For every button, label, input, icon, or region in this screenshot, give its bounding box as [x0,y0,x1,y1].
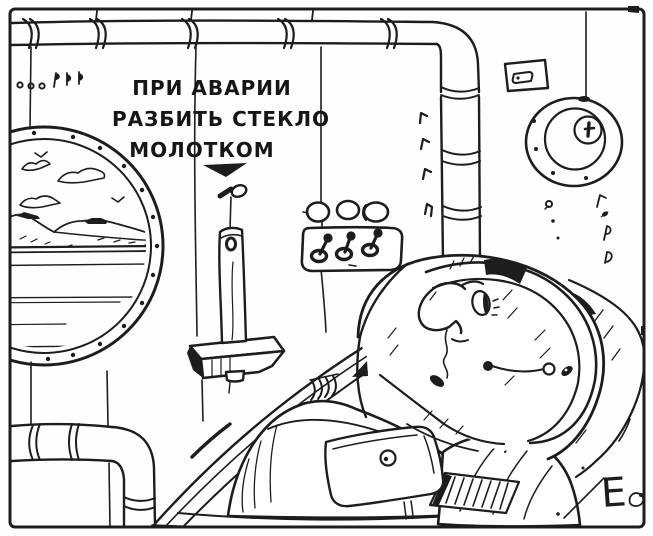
patch-button [379,449,397,467]
sign-line-2: РАЗБИТЬ СТЕКЛО [112,107,330,131]
round-button [335,199,361,221]
mic-tip [483,361,493,371]
microphone [483,361,556,376]
cord [229,196,232,230]
sleeve-badge [428,471,521,515]
sign-line-3: МОЛОТКОМ [129,138,274,162]
sign-line-1: ПРИ АВАРИИ [132,76,291,100]
face [417,280,500,379]
access-plate [503,58,550,93]
porthole-rivets [31,130,160,362]
cosmonaut [226,253,606,527]
hills [11,212,146,248]
emergency-sign: ПРИ АВАРИИ РАЗБИТЬ СТЕКЛО МОЛОТКОМ [112,76,330,177]
clouds-icon [19,159,106,209]
suit-strap [309,373,339,401]
toggle-switch-panel [300,225,404,273]
round-hatch [524,96,624,188]
frame-border [8,6,646,529]
handle-hole [225,236,237,252]
signature-letter: Е [599,469,627,517]
hatch-handle [583,121,596,138]
water-lines [11,244,146,348]
helmet-shell [356,253,606,461]
toggle-switch [360,228,383,258]
band-stud [561,366,573,376]
floor-pipe [11,423,157,527]
toggle-switch [334,231,356,262]
emergency-hammer [187,184,286,394]
birds-icon [34,151,125,203]
helmet-band-inner [431,277,581,443]
couch-headrest-edge [150,331,388,527]
eyebrow [459,280,485,288]
visor-edge [356,262,409,419]
ceiling-pipe [11,10,482,264]
artist-signature: Е [556,466,643,519]
hammer-hook [217,186,234,199]
round-button [362,201,390,223]
hammer-handle [218,226,248,345]
helmet [352,253,606,461]
arrow-down-icon [203,163,247,177]
cord-loop [230,184,248,198]
mouth [451,338,469,343]
porthole [11,125,165,367]
button-row [302,199,390,223]
collar [378,373,506,452]
pipe-clamps [21,10,398,50]
porthole-landscape [11,151,146,348]
couch-headrest-right [567,278,643,479]
chest-patch [324,425,445,520]
hammer-head [187,335,286,394]
mic-boom [491,365,545,373]
round-button [305,201,331,223]
wall-rivets-right [544,194,613,264]
pipe-brackets [418,111,434,218]
toggle-switch [309,233,333,264]
wall-rivets-left [16,71,84,90]
nose [417,281,467,335]
